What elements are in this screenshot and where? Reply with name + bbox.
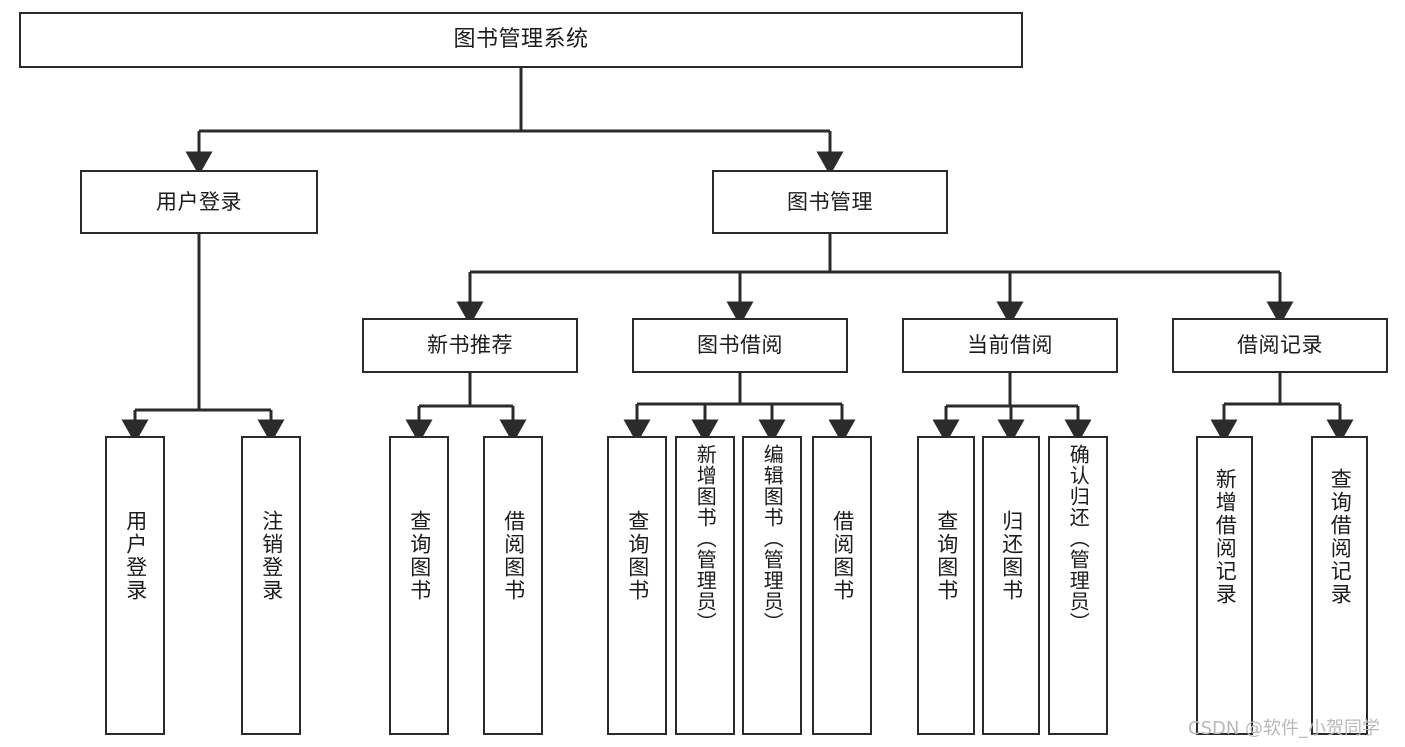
leaf-query-record[interactable]: 查询借阅记录: [1311, 436, 1368, 735]
leaf-add-record[interactable]: 新增借阅记录: [1196, 436, 1253, 735]
node-label: 借阅记录: [1237, 333, 1323, 358]
leaf-user-logout[interactable]: 注销登录: [241, 436, 301, 735]
leaf-add-book[interactable]: 新增图书（管理员）: [675, 436, 735, 735]
node-book-borrow[interactable]: 图书借阅: [632, 318, 848, 373]
node-label: 查询借阅记录: [1328, 468, 1353, 606]
leaf-edit-book[interactable]: 编辑图书（管理员）: [742, 436, 802, 735]
node-user-login[interactable]: 用户登录: [80, 170, 318, 234]
leaf-query-book-3[interactable]: 查询图书: [917, 436, 975, 735]
node-label: 新增图书（管理员）: [693, 444, 718, 633]
leaf-borrow-book-1[interactable]: 借阅图书: [483, 436, 543, 735]
watermark-text: CSDN @软件_小贺同学: [1188, 718, 1381, 739]
node-label: 用户登录: [123, 510, 148, 602]
node-label: 查询图书: [407, 510, 432, 602]
node-label: 图书管理系统: [453, 27, 589, 53]
leaf-query-book-2[interactable]: 查询图书: [607, 436, 667, 735]
node-label: 用户登录: [156, 189, 242, 214]
node-label: 图书借阅: [697, 333, 783, 358]
node-label: 当前借阅: [967, 333, 1053, 358]
node-label: 借阅图书: [501, 510, 526, 602]
node-label: 新书推荐: [427, 333, 513, 358]
leaf-user-login[interactable]: 用户登录: [105, 436, 165, 735]
node-label: 查询图书: [625, 510, 650, 602]
node-current-borrow[interactable]: 当前借阅: [902, 318, 1118, 373]
leaf-borrow-book-2[interactable]: 借阅图书: [812, 436, 872, 735]
node-label: 归还图书: [999, 510, 1024, 602]
leaf-confirm-return[interactable]: 确认归还（管理员）: [1048, 436, 1108, 735]
node-label: 借阅图书: [830, 510, 855, 602]
node-label: 图书管理: [787, 189, 873, 214]
leaf-return-book[interactable]: 归还图书: [982, 436, 1040, 735]
node-label: 确认归还（管理员）: [1066, 444, 1091, 633]
node-borrow-record[interactable]: 借阅记录: [1172, 318, 1388, 373]
node-root-system[interactable]: 图书管理系统: [19, 12, 1023, 68]
node-book-manage[interactable]: 图书管理: [712, 170, 948, 234]
node-label: 新增借阅记录: [1213, 468, 1238, 606]
node-label: 查询图书: [934, 510, 959, 602]
node-new-book-recommend[interactable]: 新书推荐: [362, 318, 578, 373]
node-label: 注销登录: [259, 510, 284, 602]
leaf-query-book-1[interactable]: 查询图书: [389, 436, 449, 735]
node-label: 编辑图书（管理员）: [760, 444, 785, 633]
